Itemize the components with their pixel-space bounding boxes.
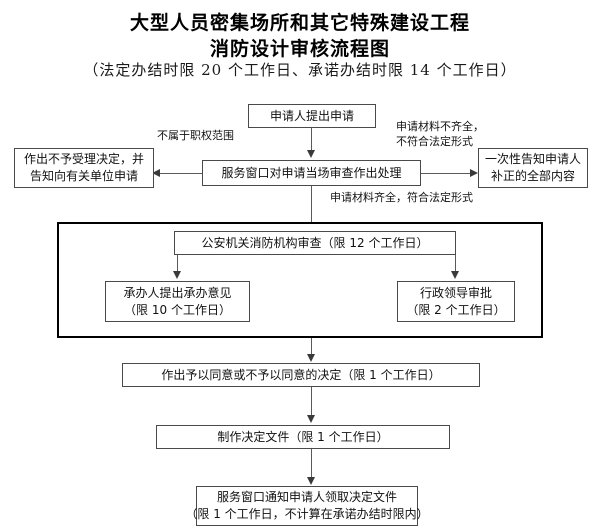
edge-label-complete: 申请材料齐全，符合法定形式 bbox=[330, 191, 473, 204]
node-applicant-submits-label: 申请人提出申请 bbox=[269, 108, 354, 123]
node-officer-opinion[interactable]: 承办人提出承办意见 （限 10 个工作日） bbox=[105, 281, 250, 322]
connector-group-to-decision bbox=[311, 338, 312, 358]
node-notify-pickup-line2: （限 1 个工作日，不计算在承诺办结时限内） bbox=[185, 507, 429, 521]
node-service-window-review-label: 服务窗口对申请当场审查作出处理 bbox=[221, 165, 402, 180]
arrowhead-apply-to-window bbox=[307, 150, 315, 158]
group-frame-fire-agency-stage bbox=[57, 222, 543, 338]
connector-review-to-leader bbox=[455, 255, 456, 274]
node-leader-approval-line1: 行政领导审批 bbox=[419, 285, 492, 300]
connector-window-to-reject bbox=[157, 173, 202, 174]
edge-label-incomplete-line1: 申请材料不齐全， bbox=[396, 120, 484, 133]
node-notify-pickup[interactable]: 服务窗口通知申请人领取决定文件 （限 1 个工作日，不计算在承诺办结时限内） bbox=[185, 486, 429, 526]
node-make-document[interactable]: 制作决定文件（限 1 个工作日） bbox=[156, 425, 450, 449]
connector-decision-to-document bbox=[311, 387, 312, 419]
edge-label-incomplete-line2: 不符合法定形式 bbox=[396, 135, 473, 148]
node-notify-correction-line1: 一次性告知申请人 bbox=[484, 152, 581, 166]
page-title-line1: 大型人员密集场所和其它特殊建设工程 bbox=[129, 12, 470, 34]
node-reject-decision-line2: 告知向有关单位申请 bbox=[29, 169, 138, 183]
arrowhead-document-to-pickup bbox=[307, 477, 315, 485]
node-applicant-submits[interactable]: 申请人提出申请 bbox=[248, 104, 376, 128]
arrowhead-window-to-correction bbox=[470, 169, 478, 177]
arrowhead-review-to-officer bbox=[173, 271, 181, 279]
node-officer-opinion-line2: （限 10 个工作日） bbox=[124, 302, 231, 317]
node-reject-decision[interactable]: 作出不予受理决定，并 告知向有关单位申请 bbox=[14, 148, 154, 188]
node-officer-opinion-line1: 承办人提出承办意见 bbox=[123, 285, 232, 300]
node-decision-label: 作出予以同意或不予以同意的决定（限 1 个工作日） bbox=[161, 367, 441, 382]
node-make-document-label: 制作决定文件（限 1 个工作日） bbox=[217, 429, 389, 444]
node-fire-agency-review[interactable]: 公安机关消防机构审查（限 12 个工作日） bbox=[174, 231, 456, 255]
arrowhead-review-to-leader bbox=[451, 271, 459, 279]
node-notify-correction[interactable]: 一次性告知申请人 补正的全部内容 bbox=[478, 148, 588, 188]
arrowhead-window-to-reject bbox=[152, 169, 160, 177]
node-leader-approval[interactable]: 行政领导审批 （限 2 个工作日） bbox=[397, 281, 515, 322]
arrowhead-group-to-decision bbox=[307, 354, 315, 362]
node-fire-agency-review-label: 公安机关消防机构审查（限 12 个工作日） bbox=[201, 235, 429, 250]
node-notify-correction-line2: 补正的全部内容 bbox=[490, 169, 575, 183]
connector-document-to-pickup bbox=[311, 449, 312, 481]
node-notify-pickup-line1: 服务窗口通知申请人领取决定文件 bbox=[216, 490, 397, 504]
connector-review-to-officer bbox=[177, 255, 178, 274]
page-title-line2: 消防设计审核流程图 bbox=[209, 38, 390, 60]
page-subtitle: （法定办结时限 20 个工作日、承诺办结时限 14 个工作日） bbox=[83, 61, 517, 79]
node-decision[interactable]: 作出予以同意或不予以同意的决定（限 1 个工作日） bbox=[122, 363, 480, 387]
connector-apply-to-window bbox=[311, 128, 312, 153]
node-leader-approval-line2: （限 2 个工作日） bbox=[406, 302, 506, 317]
connector-window-to-correction bbox=[421, 173, 474, 174]
connector-window-to-group bbox=[311, 186, 312, 222]
node-service-window-review[interactable]: 服务窗口对申请当场审查作出处理 bbox=[202, 160, 421, 186]
arrowhead-decision-to-document bbox=[307, 415, 315, 423]
node-reject-decision-line1: 作出不予受理决定，并 bbox=[23, 152, 144, 166]
edge-label-out-of-scope: 不属于职权范围 bbox=[157, 129, 234, 142]
